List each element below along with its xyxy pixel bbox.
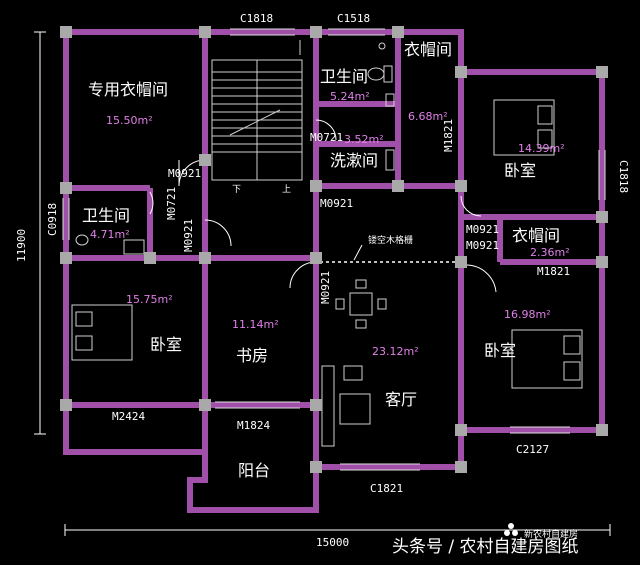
room-closet-right-area: 2.36m² <box>530 246 570 259</box>
room-bath-upper-left-area: 4.71m² <box>90 228 130 241</box>
room-bedroom-left-area: 15.75m² <box>126 293 173 306</box>
room-closet-right-name: 衣帽间 <box>512 226 560 245</box>
watermark-left: 头条号 / 农村自建房图纸 <box>392 537 579 557</box>
code-c1518-top: C1518 <box>337 12 370 25</box>
code-m0921-e: M0921 <box>466 239 499 252</box>
room-bath-upper-left-name: 卫生间 <box>82 206 130 225</box>
watermark-logo-icon <box>504 523 518 536</box>
grille-leader <box>353 244 363 261</box>
room-washroom-name: 洗漱间 <box>330 151 378 170</box>
room-washroom-area: 3.52m² <box>344 133 384 146</box>
code-c1818-top: C1818 <box>240 12 273 25</box>
room-bath-upper-mid-name: 卫生间 <box>320 67 368 86</box>
stair-up-label: 上 <box>282 184 291 195</box>
walls <box>63 29 605 513</box>
code-c1821: C1821 <box>370 482 403 495</box>
room-living-area: 23.12m² <box>372 345 419 358</box>
code-m0921-c: M0921 <box>320 197 353 210</box>
stair-down-label: 下 <box>232 185 241 195</box>
code-c1818-right: C1818 <box>617 160 630 193</box>
code-m1821-b: M1821 <box>537 265 570 278</box>
code-c2127: C2127 <box>516 443 549 456</box>
width-dimension: 15000 <box>316 536 349 549</box>
room-balcony-name: 阳台 <box>238 461 270 480</box>
room-dedicated-closet-area: 15.50m² <box>106 114 153 127</box>
grille-label: 镂空木格栅 <box>368 234 413 246</box>
columns <box>60 26 608 473</box>
watermark-right: 新农村自建房 <box>524 528 578 540</box>
room-study-area: 11.14m² <box>232 318 279 331</box>
code-m0921-d: M0921 <box>466 223 499 236</box>
room-dedicated-closet-name: 专用衣帽间 <box>88 80 168 99</box>
windows <box>62 28 606 471</box>
room-living-name: 客厅 <box>385 390 417 409</box>
code-c0918-left: C0918 <box>46 203 59 236</box>
code-m0721-a: M0721 <box>165 187 178 220</box>
code-m2424: M2424 <box>112 410 145 423</box>
room-bedroom-left-name: 卧室 <box>150 335 182 354</box>
room-bedroom-right-area: 16.98m² <box>504 308 551 321</box>
code-m0921-f: M0921 <box>319 271 332 304</box>
room-closet-top-name: 衣帽间 <box>404 40 452 59</box>
dimension-lines <box>34 31 611 536</box>
room-bedroom-right-name: 卧室 <box>484 341 516 360</box>
code-m0721-b: M0721 <box>310 131 343 144</box>
room-bedroom-top-right-name: 卧室 <box>504 161 536 180</box>
staircase <box>211 59 303 181</box>
room-study-name: 书房 <box>236 346 268 365</box>
room-bedroom-top-right-area: 14.39m² <box>518 142 565 155</box>
code-m1821: M1821 <box>442 119 455 152</box>
room-closet-top-area: 6.68m² <box>408 110 448 123</box>
code-m1824: M1824 <box>237 419 270 432</box>
code-m0921-a: M0921 <box>168 167 201 180</box>
height-dimension: 11900 <box>15 229 28 262</box>
room-bath-upper-mid-area: 5.24m² <box>330 90 370 103</box>
code-m0921-b: M0921 <box>182 219 195 252</box>
